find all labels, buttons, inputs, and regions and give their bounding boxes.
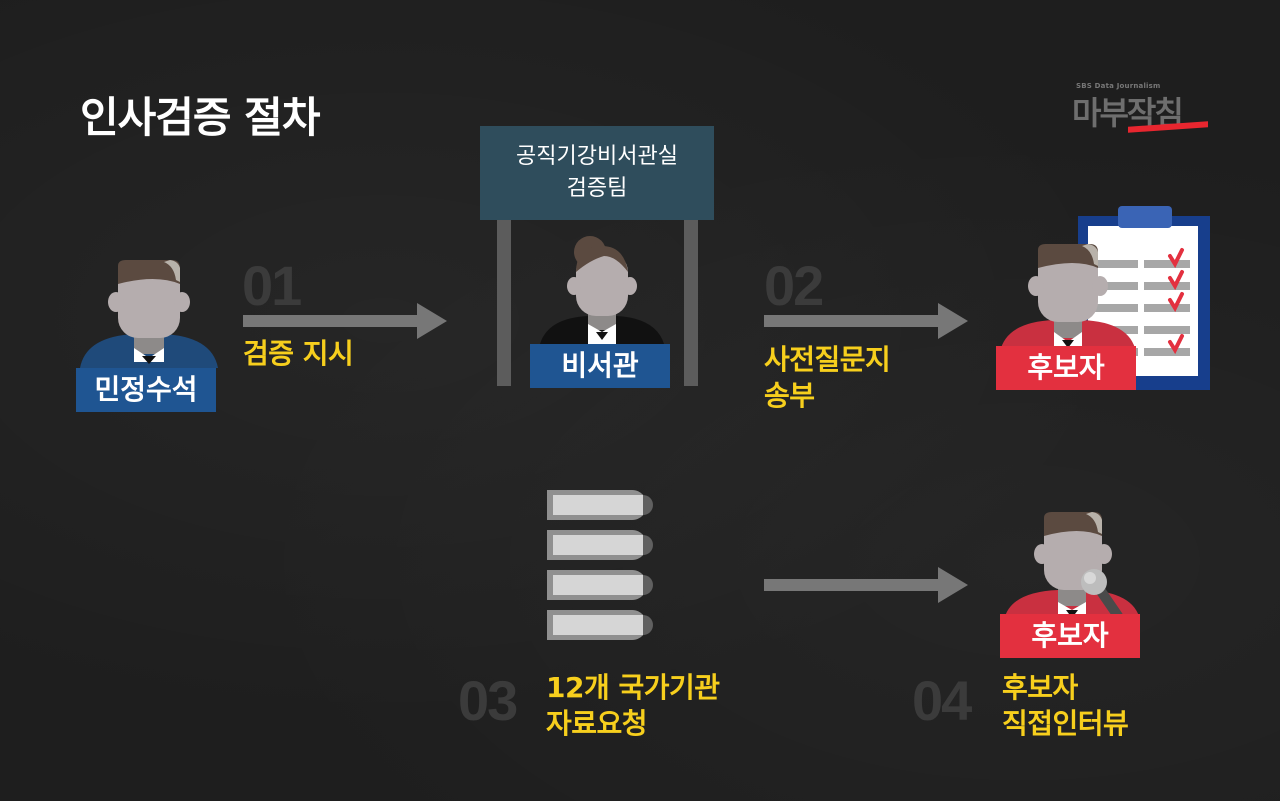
logo-subtitle: SBS Data Journalism [1076,82,1161,90]
step-label-03: 12개 국가기관 자료요청 [546,670,720,742]
sign-line-1: 공직기강비서관실 [516,144,678,169]
arrow-step-03 [764,567,968,603]
badge-chief: 민정수석 [76,368,216,412]
badge-candidate-1: 후보자 [996,346,1136,390]
step-label-03-line2: 자료요청 [546,707,648,740]
person-chief: 민정수석 [76,258,222,412]
sign-post-right [684,218,698,386]
step-label-04-line2: 직접인터뷰 [1002,707,1129,740]
step-label-02-line2: 송부 [764,379,815,412]
step-label-04-line1: 후보자 [1002,671,1078,704]
person-candidate-1: 후보자 [996,242,1140,392]
person-icon [80,260,218,368]
step-number-01: 01 [242,254,302,317]
sign-post-left [497,218,511,386]
step-label-02-line1: 사전질문지 [764,343,891,376]
logo: SBS Data Journalism 마부작침 [1072,80,1208,133]
badge-secretary: 비서관 [530,344,670,388]
step-label-03-line1: 12개 국가기관 [546,671,720,704]
step-number-02: 02 [764,254,824,317]
step-label-01: 검증 지시 [243,337,354,370]
arrow-step-02 [764,303,968,339]
team-sign: 공직기강비서관실 검증팀 [480,126,714,220]
person-icon [540,236,664,344]
step-label-04: 후보자 직접인터뷰 [1002,670,1129,742]
clipboard-icon [1078,206,1212,390]
books-stack-icon [547,490,667,650]
arrow-step-01 [243,303,447,339]
person-icon [1000,244,1136,352]
microphone-icon [1081,569,1123,621]
step-number-03: 03 [458,669,518,732]
badge-candidate-2: 후보자 [1000,614,1140,658]
page-title: 인사검증 절차 [80,93,320,142]
sign-line-2: 검증팀 [566,176,628,201]
person-candidate-2: 후보자 [1000,510,1144,660]
person-secretary: 비서관 [530,232,672,388]
step-label-02: 사전질문지 송부 [764,342,891,414]
step-number-04: 04 [912,669,972,732]
